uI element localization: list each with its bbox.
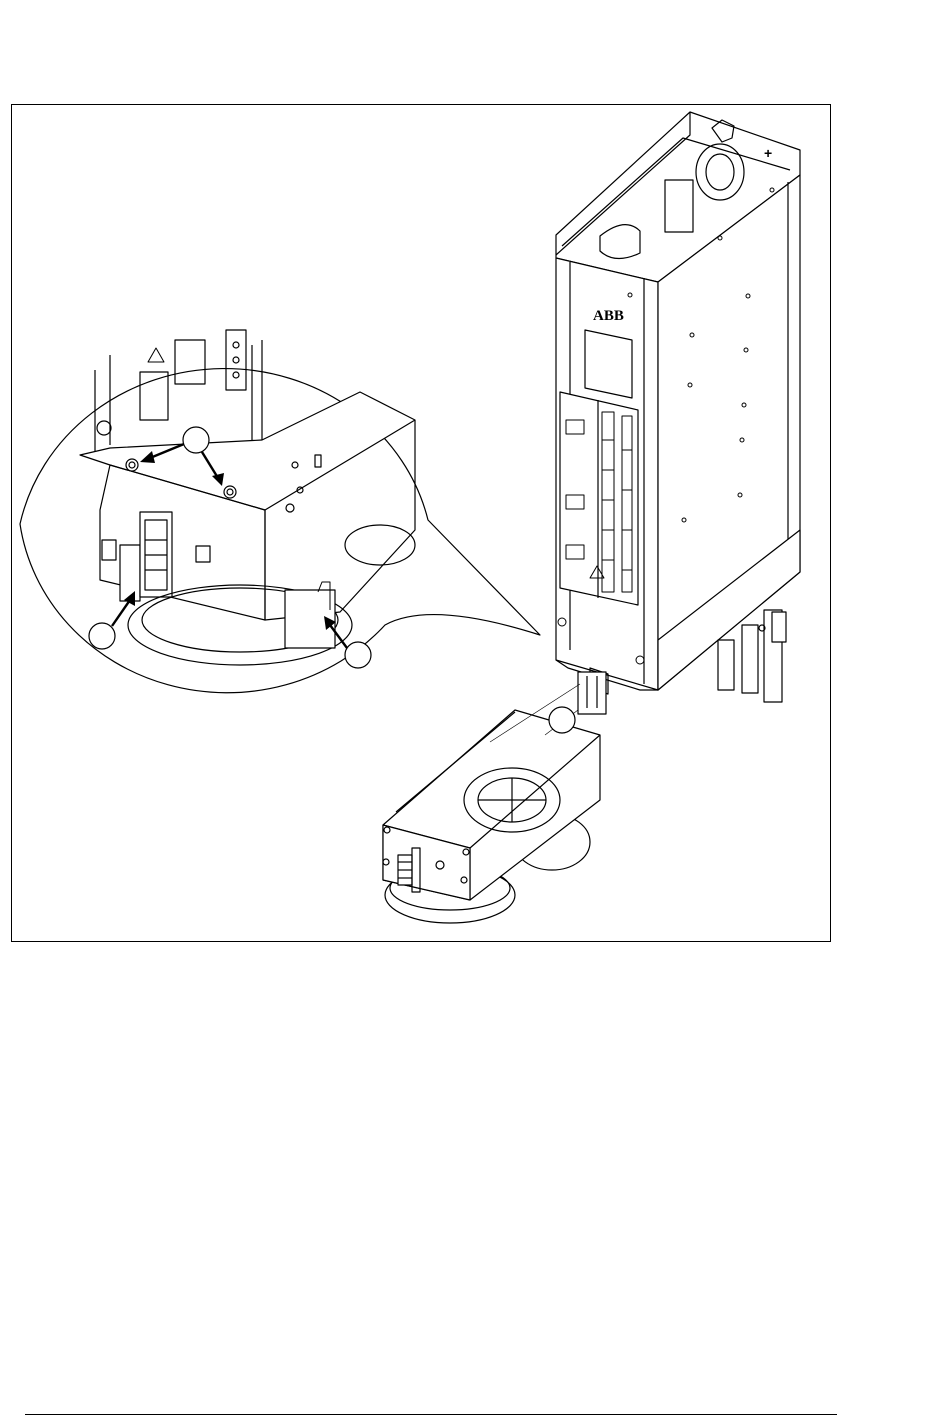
- callout-circle-icon: [549, 707, 575, 733]
- footer-rule: [25, 1414, 837, 1415]
- callout-circle-icon: [183, 427, 209, 453]
- callout-circle-icon: [345, 642, 371, 668]
- callout-circle-icon: [89, 623, 115, 649]
- drive-module: [556, 112, 800, 714]
- fan-unit: [383, 710, 600, 923]
- brand-label: ABB: [593, 308, 624, 324]
- terminal-plus-label: +: [764, 145, 772, 161]
